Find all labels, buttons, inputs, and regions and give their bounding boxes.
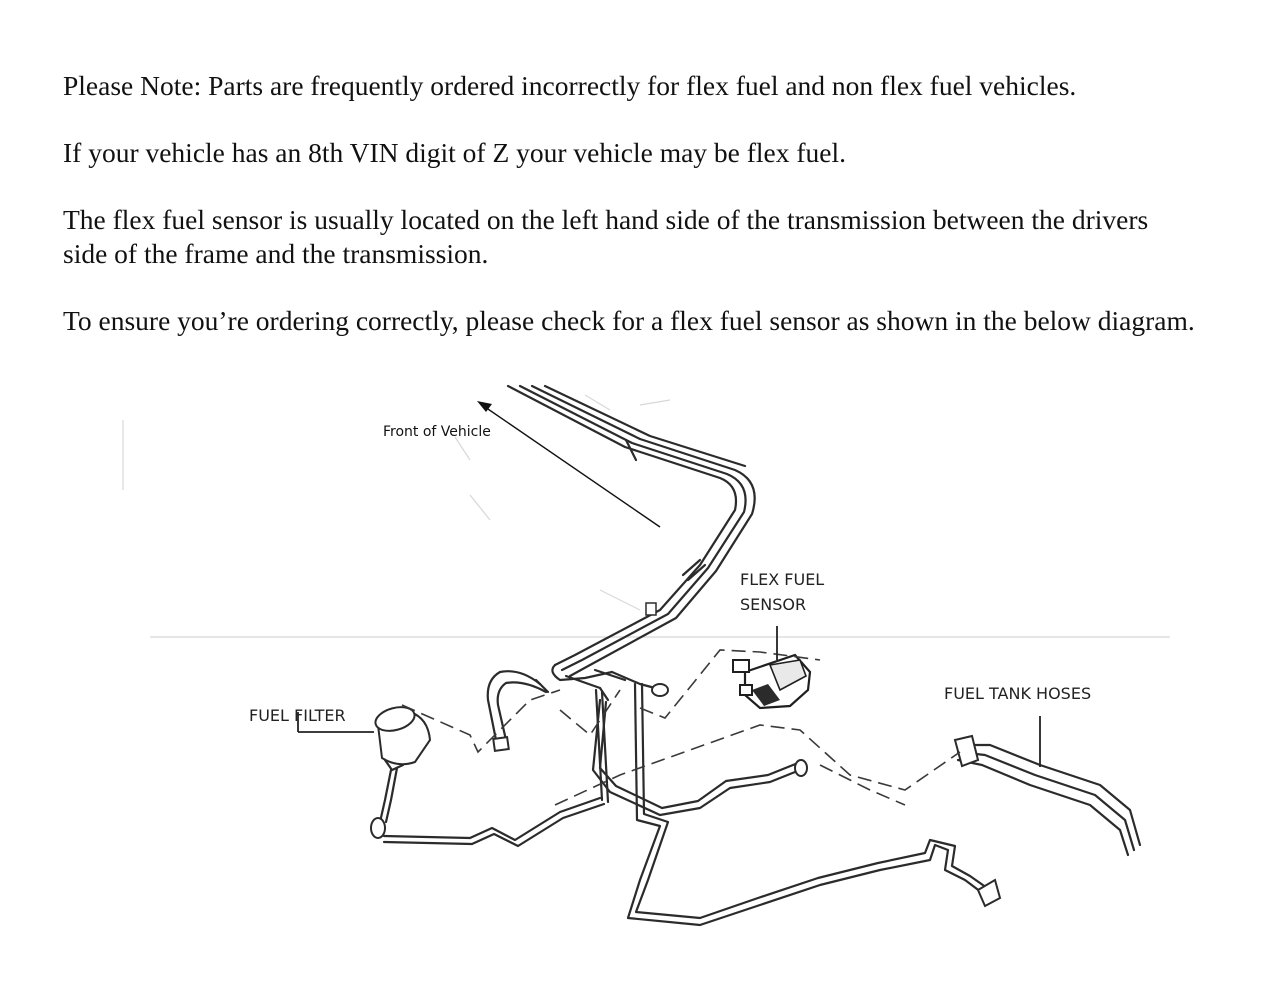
middle-fuel-line	[591, 698, 808, 817]
fuel-line-diagram: Front of Vehicle	[122, 384, 1170, 927]
fuel-filter	[370, 706, 432, 839]
background-marks	[122, 394, 1170, 638]
note-sensor-location: The flex fuel sensor is usually located …	[63, 203, 1148, 271]
return-hose	[486, 670, 550, 753]
flex-fuel-sensor	[732, 653, 812, 710]
note-parts-ordering: Please Note: Parts are frequently ordere…	[63, 70, 1077, 101]
note-vin-digit: If your vehicle has an 8th VIN digit of …	[63, 137, 846, 168]
fuel-tank-hoses-label: FUEL TANK HOSES	[944, 684, 1091, 703]
main-fuel-lines	[506, 384, 756, 678]
front-of-vehicle-label: Front of Vehicle	[383, 424, 491, 440]
supply-line	[382, 688, 610, 848]
routing-centerlines	[401, 649, 961, 806]
flex-fuel-label-line-1: FLEX FUEL	[740, 570, 824, 589]
note-check-diagram: To ensure you’re ordering correctly, ple…	[63, 305, 1195, 336]
lower-fuel-line	[626, 682, 1002, 927]
note-sensor-location-line-1: The flex fuel sensor is usually located …	[63, 204, 1149, 235]
front-direction-arrow	[477, 401, 661, 528]
fuel-tank-hoses	[953, 734, 1142, 857]
flex-fuel-label-line-2: SENSOR	[740, 595, 806, 614]
junction-fittings	[551, 663, 669, 702]
note-sensor-location-line-2: side of the frame and the transmission.	[63, 238, 489, 269]
